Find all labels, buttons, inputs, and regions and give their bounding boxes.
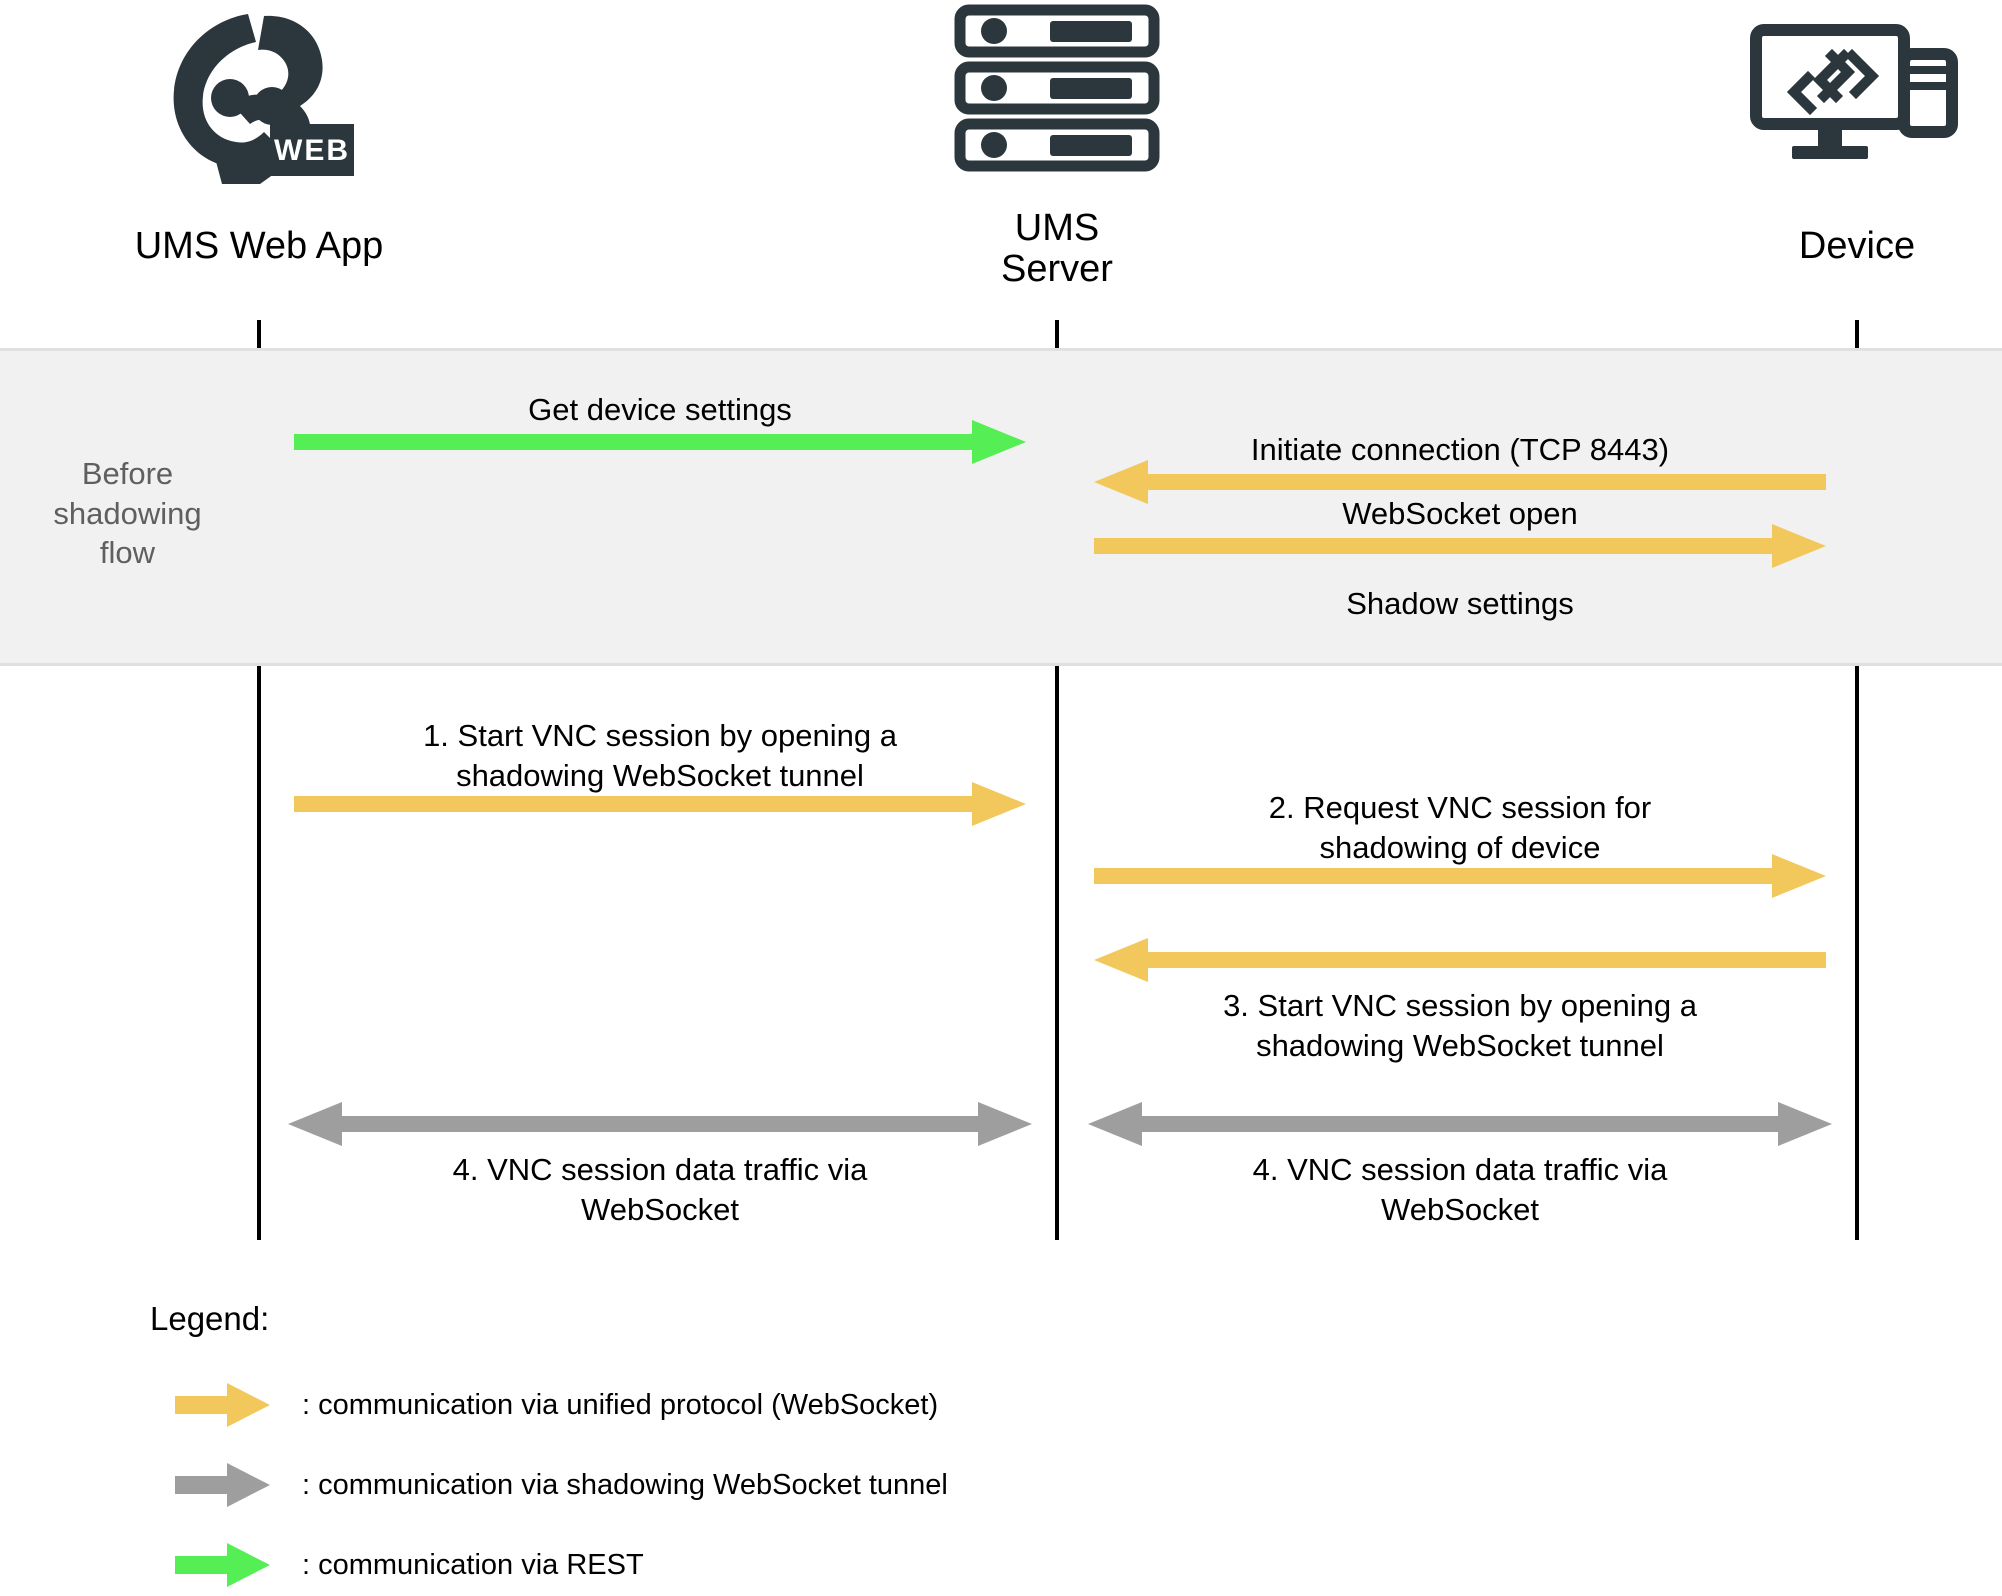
message-label-vnc-traffic-webapp: 4. VNC session data traffic via WebSocke… bbox=[452, 1152, 868, 1227]
message-label-get-device-settings: Get device settings bbox=[528, 392, 792, 427]
legend-label-unified-protocol: : communication via unified protocol (We… bbox=[302, 1388, 939, 1421]
message-arrow-start-vnc-session-webapp bbox=[294, 780, 1026, 828]
legend-label-rest: : communication via REST bbox=[302, 1548, 644, 1581]
lifeline-device bbox=[1855, 320, 1859, 1240]
message-label-vnc-traffic-device: 4. VNC session data traffic via WebSocke… bbox=[1252, 1152, 1668, 1227]
message-arrow-websocket-open bbox=[1094, 522, 1826, 570]
message-label-start-vnc-session-webapp: 1. Start VNC session by opening a shadow… bbox=[423, 718, 897, 793]
message-label-start-vnc-session-device: 3. Start VNC session by opening a shadow… bbox=[1223, 988, 1697, 1063]
legend-arrow-yellow-icon bbox=[175, 1382, 270, 1428]
legend-arrow-gray-icon bbox=[175, 1462, 270, 1508]
server-rack-icon bbox=[952, 2, 1162, 174]
legend-arrow-green-icon bbox=[175, 1542, 270, 1588]
message-arrow-start-vnc-session-device bbox=[1094, 936, 1826, 984]
legend-label-shadowing-tunnel: : communication via shadowing WebSocket … bbox=[302, 1468, 948, 1501]
participant-label-web-app: UMS Web App bbox=[134, 225, 384, 267]
message-label-shadow-settings: Shadow settings bbox=[1346, 586, 1574, 621]
phase-label-before-shadowing: Before shadowing flow bbox=[53, 456, 202, 571]
message-label-websocket-open: WebSocket open bbox=[1342, 496, 1578, 531]
message-label-initiate-connection: Initiate connection (TCP 8443) bbox=[1250, 432, 1670, 467]
device-monitor-icon bbox=[1748, 22, 1960, 182]
phase-band-before-shadowing bbox=[0, 348, 2002, 666]
message-label-request-vnc-session: 2. Request VNC session for shadowing of … bbox=[1268, 790, 1652, 865]
message-arrow-request-vnc-session bbox=[1094, 852, 1826, 900]
legend-item-unified-protocol: : communication via unified protocol (We… bbox=[175, 1382, 938, 1428]
lifeline-web-app bbox=[257, 320, 261, 1240]
message-arrow-vnc-traffic-device bbox=[1088, 1100, 1832, 1148]
participant-label-ums-server: UMS Server bbox=[1001, 207, 1113, 291]
message-arrow-vnc-traffic-webapp bbox=[288, 1100, 1032, 1148]
svg-text:WEB: WEB bbox=[274, 134, 350, 167]
legend-item-shadowing-tunnel: : communication via shadowing WebSocket … bbox=[175, 1462, 948, 1508]
message-arrow-initiate-connection bbox=[1094, 458, 1826, 506]
message-arrow-get-device-settings bbox=[294, 418, 1026, 466]
legend-item-rest: : communication via REST bbox=[175, 1542, 644, 1588]
lifeline-ums-server bbox=[1055, 320, 1059, 1240]
legend-title: Legend: bbox=[150, 1300, 270, 1337]
ums-web-logo-icon: WEB bbox=[152, 6, 364, 186]
participant-label-device: Device bbox=[1798, 225, 1916, 267]
